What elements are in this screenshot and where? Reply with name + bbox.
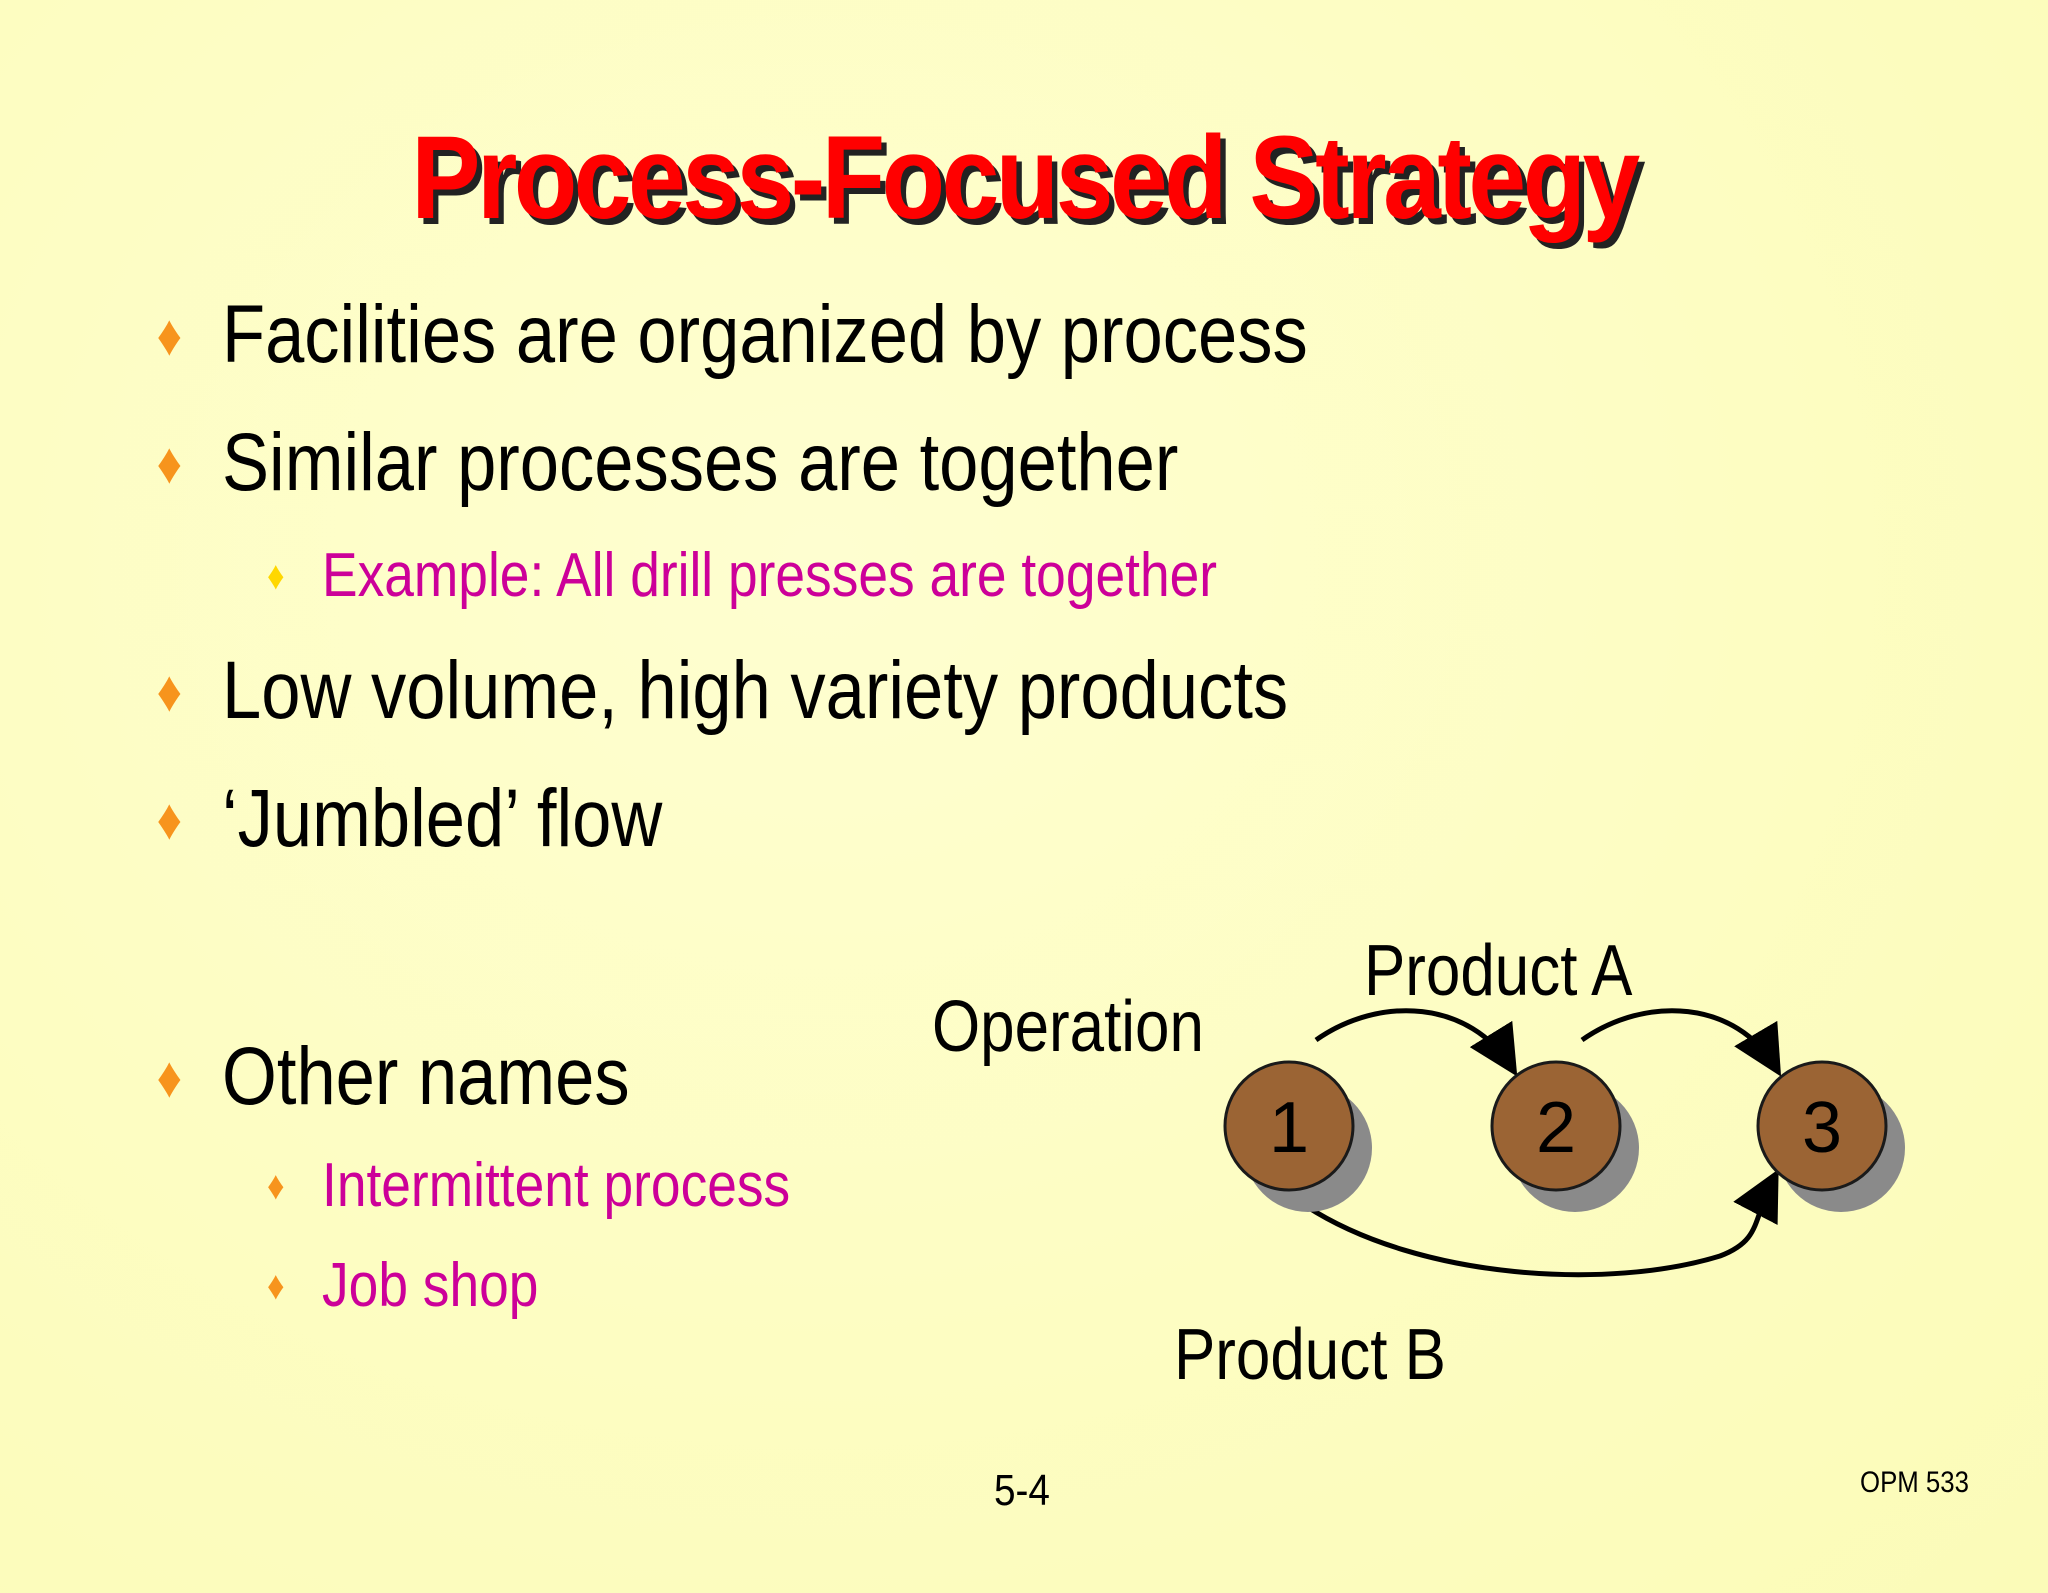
product-a-arrow-1-2 [1314, 1008, 1518, 1077]
diamond-bullet-icon: ♦ [266, 1164, 285, 1208]
diamond-bullet-icon: ♦ [156, 431, 183, 496]
sub-bullet-item: ♦ Intermittent process [267, 1150, 791, 1221]
bullet-text: Facilities are organized by process [222, 289, 1308, 380]
diamond-bullet-icon: ♦ [156, 303, 183, 368]
node-circle [1756, 1060, 1888, 1192]
course-code: OPM 533 [1860, 1466, 1969, 1499]
bullet-item: ♦ Other names [157, 1030, 630, 1124]
bullet-text: Other names [222, 1031, 630, 1122]
bullet-item: ♦ Similar processes are together [157, 416, 1179, 510]
sub-bullet-text: Job shop [322, 1251, 539, 1320]
bullet-item: ♦ ‘Jumbled’ flow [157, 772, 663, 866]
node-label: 2 [1536, 1088, 1576, 1168]
sub-bullet-text: Example: All drill presses are together [322, 541, 1218, 610]
node-label: 1 [1269, 1088, 1309, 1168]
diamond-bullet-icon: ♦ [266, 1264, 285, 1308]
sub-bullet-item: ♦ Job shop [267, 1250, 539, 1321]
operation-node-1: 1 [1223, 1060, 1372, 1212]
node-circle [1223, 1060, 1355, 1192]
product-b-arrow-1-3 [1304, 1169, 1779, 1278]
node-circle [1490, 1060, 1622, 1192]
slide-title: Process-Focused Strategy [411, 112, 1640, 244]
operation-node-3: 3 [1756, 1060, 1905, 1212]
bullet-text: ‘Jumbled’ flow [222, 773, 663, 864]
sub-bullet-text: Intermittent process [322, 1151, 791, 1220]
bullet-text: Low volume, high variety products [222, 645, 1289, 736]
diamond-bullet-icon: ♦ [156, 1045, 183, 1110]
diamond-bullet-icon: ♦ [266, 554, 285, 598]
operation-node-2: 2 [1490, 1060, 1639, 1212]
bullet-text: Similar processes are together [222, 417, 1179, 508]
product-b-label: Product B [1174, 1315, 1446, 1395]
product-a-arrow-2-3 [1580, 1008, 1782, 1077]
sub-bullet-item: ♦ Example: All drill presses are togethe… [267, 540, 1218, 611]
diamond-bullet-icon: ♦ [156, 659, 183, 724]
node-label: 3 [1802, 1088, 1842, 1168]
slide-number: 5-4 [994, 1466, 1050, 1515]
diamond-bullet-icon: ♦ [156, 787, 183, 852]
product-a-label: Product A [1364, 931, 1633, 1011]
bullet-item: ♦ Low volume, high variety products [157, 644, 1289, 738]
operation-label: Operation [932, 987, 1204, 1067]
bullet-item: ♦ Facilities are organized by process [157, 288, 1308, 382]
